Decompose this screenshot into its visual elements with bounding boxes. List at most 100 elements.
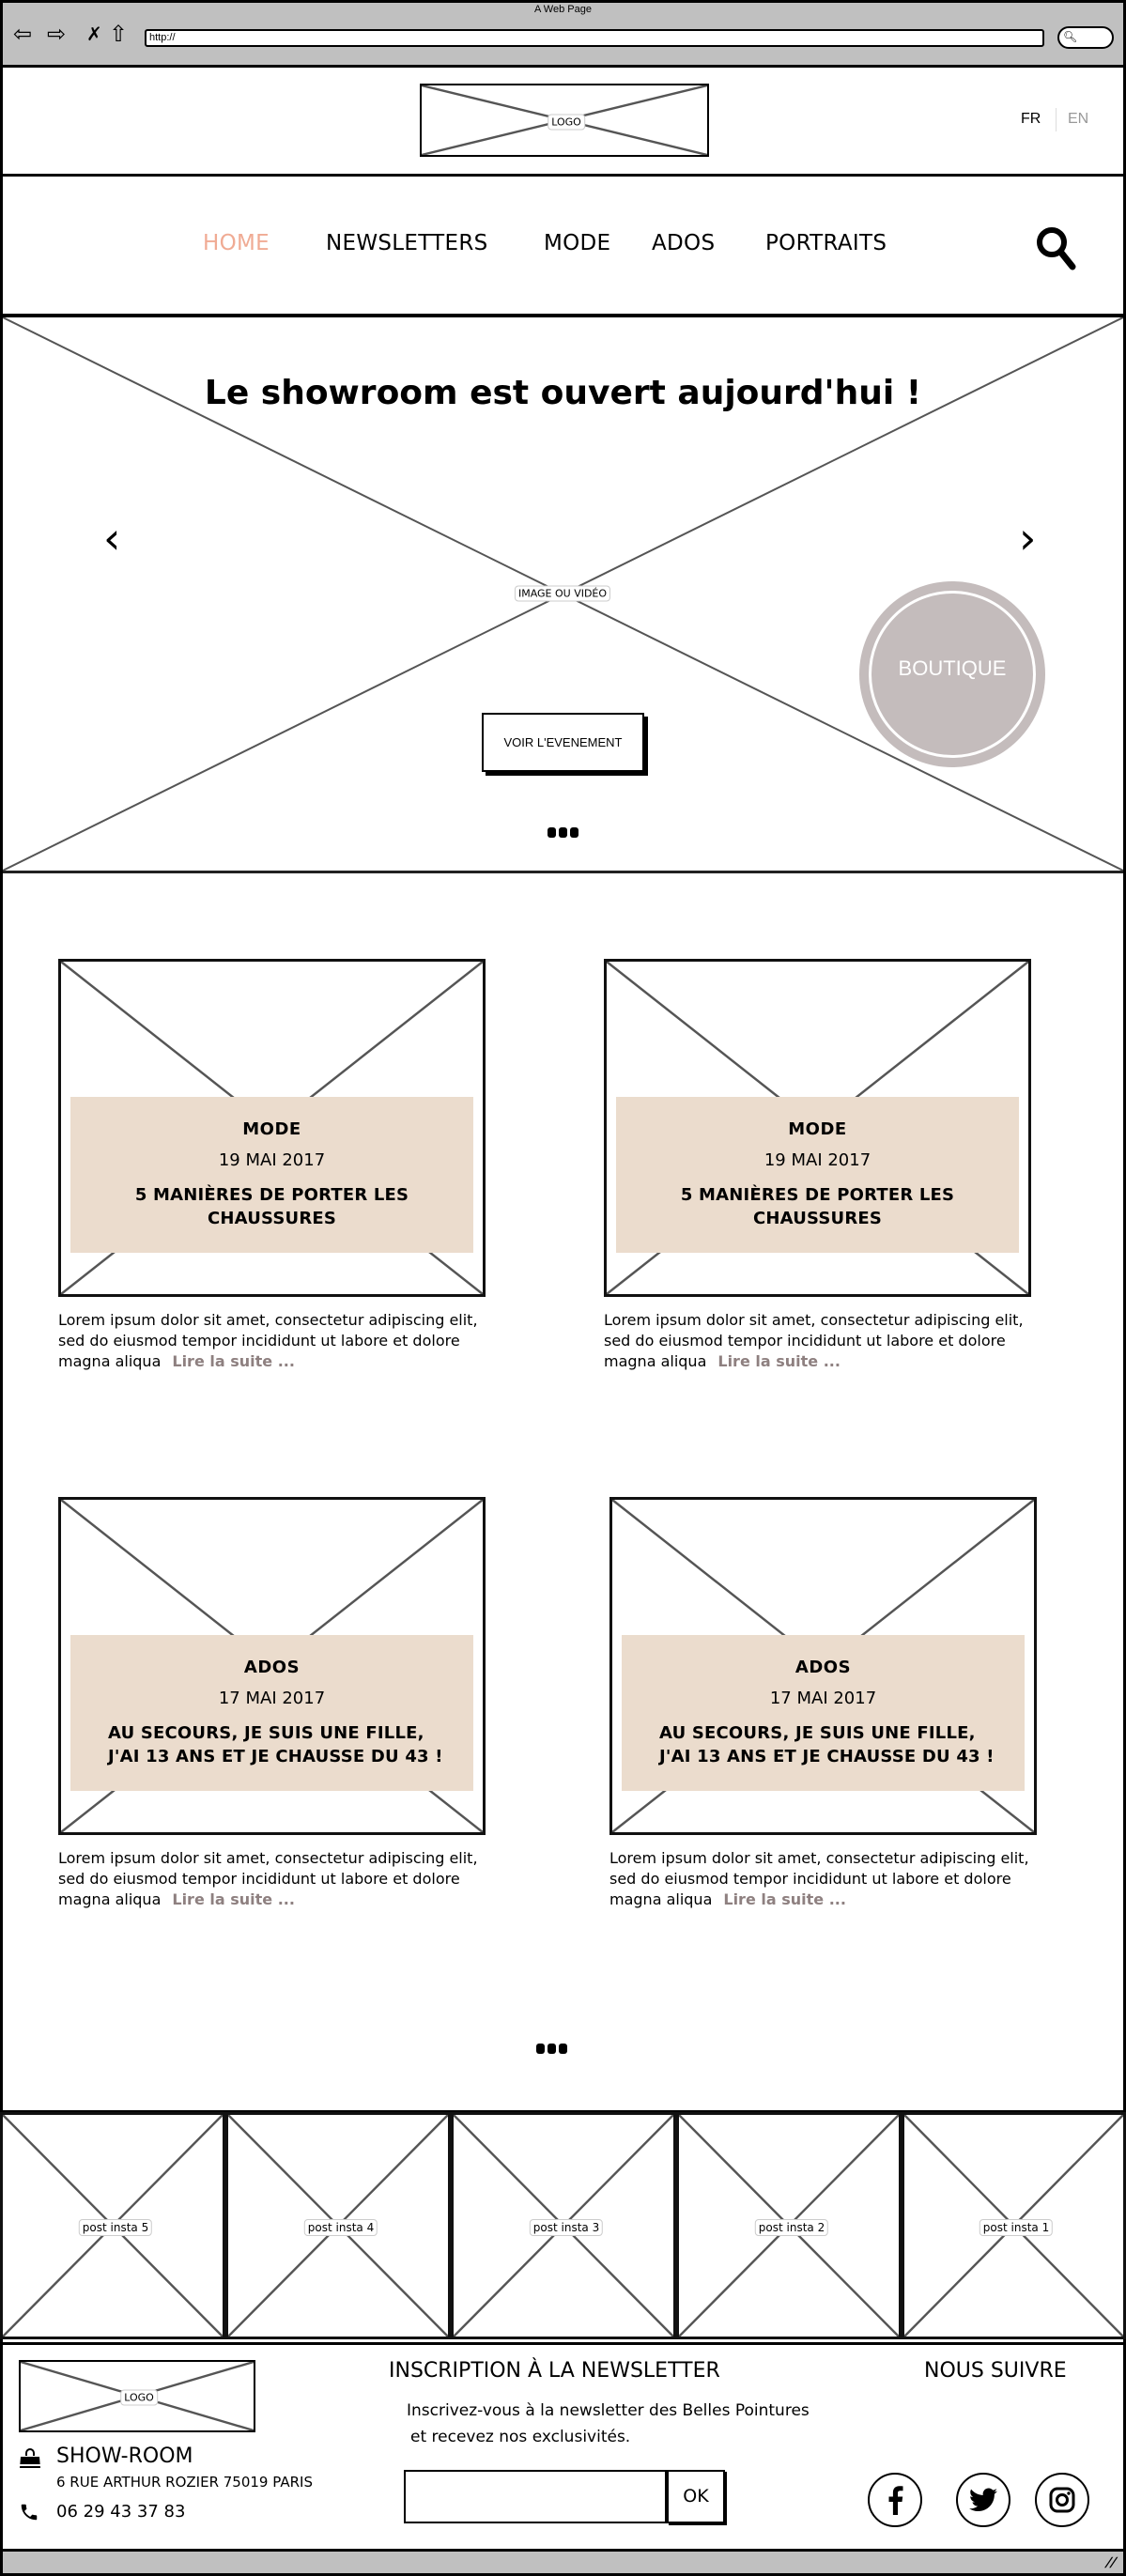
boutique-button[interactable]: BOUTIQUE	[859, 581, 1045, 767]
lang-fr[interactable]: FR	[1021, 111, 1041, 127]
search-icon: 🔍︎	[1063, 30, 1078, 43]
site-header	[0, 68, 1126, 177]
stop-icon[interactable]: ✗	[86, 23, 102, 45]
resize-grip-icon[interactable]: //	[1103, 2555, 1118, 2570]
search-icon[interactable]	[1035, 225, 1078, 272]
article-excerpt: Lorem ipsum dolor sit amet, consectetur …	[58, 1848, 500, 1910]
newsletter-email-input[interactable]	[404, 2470, 667, 2523]
excerpt-text: Lorem ipsum dolor sit amet, consectetur …	[58, 1311, 478, 1370]
browser-status-bar: //	[0, 2549, 1126, 2576]
article-excerpt: Lorem ipsum dolor sit amet, consectetur …	[604, 1310, 1045, 1372]
newsletter-submit-button[interactable]: OK	[667, 2470, 725, 2523]
phone-number[interactable]: 06 29 43 37 83	[56, 2502, 186, 2522]
newsletter-text-line: Inscrivez-vous à la newsletter des Belle…	[407, 2401, 810, 2420]
insta-post[interactable]: post insta 1	[902, 2112, 1126, 2339]
article-title[interactable]: AU SECOURS, JE SUIS UNE FILLE, J'AI 13 A…	[70, 1721, 473, 1768]
hero-carousel: Le showroom est ouvert aujourd'hui ! IMA…	[3, 317, 1123, 873]
newsletter-description: Inscrivez-vous à la newsletter des Belle…	[407, 2398, 810, 2450]
excerpt-text: Lorem ipsum dolor sit amet, consectetur …	[609, 1849, 1029, 1908]
back-arrow-icon[interactable]: ⇦	[13, 21, 33, 47]
hero-title: Le showroom est ouvert aujourd'hui !	[204, 374, 922, 412]
nav-item-home[interactable]: HOME	[203, 231, 270, 255]
nav-item-newsletters[interactable]: NEWSLETTERS	[326, 231, 488, 255]
pagination-dot[interactable]	[570, 827, 578, 838]
article-title[interactable]: 5 MANIÈRES DE PORTER LES CHAUSSURES	[680, 1185, 955, 1228]
insta-post-label: post insta 1	[979, 2219, 1054, 2236]
article-date: 17 MAI 2017	[769, 1689, 877, 1708]
twitter-button[interactable]	[956, 2473, 1010, 2527]
articles-pagination[interactable]	[536, 2044, 567, 2054]
instagram-icon	[1049, 2487, 1075, 2513]
boutique-label: BOUTIQUE	[898, 656, 1007, 680]
insta-post[interactable]: post insta 3	[451, 2112, 676, 2339]
insta-divider	[0, 2110, 1126, 2113]
article-title-line: J'AI 13 ANS ET JE CHAUSSE DU 43 !	[108, 1747, 443, 1766]
twitter-icon	[969, 2488, 997, 2511]
lang-en[interactable]: EN	[1068, 111, 1089, 127]
view-event-button[interactable]: VOIR L'EVENEMENT	[482, 713, 644, 772]
boutique-ring	[869, 591, 1036, 758]
insta-post-label: post insta 2	[754, 2219, 829, 2236]
url-bar[interactable]: http://	[145, 29, 1044, 47]
shopping-bag-icon	[20, 2448, 40, 2468]
read-more-link[interactable]: Lire la suite ...	[723, 1890, 846, 1908]
article-card-image[interactable]: MODE 19 MAI 2017 5 MANIÈRES DE PORTER LE…	[58, 959, 486, 1297]
article-title[interactable]: AU SECOURS, JE SUIS UNE FILLE, J'AI 13 A…	[622, 1721, 1025, 1768]
carousel-prev-icon[interactable]: ‹	[103, 513, 121, 563]
article-category: ADOS	[794, 1658, 852, 1677]
nav-item-ados[interactable]: ADOS	[652, 231, 716, 255]
pagination-dot[interactable]	[559, 827, 567, 838]
pagination-dot[interactable]	[548, 827, 556, 838]
pagination-dot[interactable]	[536, 2044, 545, 2054]
carousel-next-icon[interactable]: ›	[1019, 513, 1037, 563]
insta-post[interactable]: post insta 5	[0, 2112, 225, 2339]
instagram-button[interactable]	[1035, 2473, 1089, 2527]
follow-heading: NOUS SUIVRE	[924, 2359, 1067, 2383]
showroom-address: 6 RUE ARTHUR ROZIER 75019 PARIS	[56, 2474, 313, 2491]
article-card-image[interactable]: MODE 19 MAI 2017 5 MANIÈRES DE PORTER LE…	[604, 959, 1031, 1297]
facebook-icon	[888, 2486, 903, 2515]
nav-item-mode[interactable]: MODE	[544, 231, 611, 255]
page-frame	[0, 68, 1126, 2550]
article-overlay: ADOS 17 MAI 2017 AU SECOURS, JE SUIS UNE…	[70, 1635, 473, 1791]
read-more-link[interactable]: Lire la suite ...	[717, 1352, 841, 1370]
insta-post-label: post insta 4	[303, 2219, 378, 2236]
excerpt-text: Lorem ipsum dolor sit amet, consectetur …	[604, 1311, 1024, 1370]
insta-post[interactable]: post insta 4	[225, 2112, 451, 2339]
article-category: MODE	[788, 1119, 847, 1139]
article-title[interactable]: 5 MANIÈRES DE PORTER LES CHAUSSURES	[134, 1185, 409, 1228]
article-excerpt: Lorem ipsum dolor sit amet, consectetur …	[609, 1848, 1051, 1910]
site-logo[interactable]: LOGO	[420, 84, 709, 157]
article-overlay: MODE 19 MAI 2017 5 MANIÈRES DE PORTER LE…	[70, 1097, 473, 1253]
pagination-dot[interactable]	[548, 2044, 556, 2054]
pagination-dot[interactable]	[559, 2044, 567, 2054]
carousel-pagination[interactable]	[548, 827, 578, 838]
logo-label: LOGO	[548, 114, 585, 131]
article-date: 19 MAI 2017	[218, 1150, 326, 1170]
insta-post-label: post insta 3	[529, 2219, 604, 2236]
article-title-line: J'AI 13 ANS ET JE CHAUSSE DU 43 !	[659, 1747, 995, 1766]
read-more-link[interactable]: Lire la suite ...	[172, 1352, 295, 1370]
insta-post[interactable]: post insta 2	[676, 2112, 902, 2339]
article-card-image[interactable]: ADOS 17 MAI 2017 AU SECOURS, JE SUIS UNE…	[609, 1497, 1037, 1835]
article-overlay: ADOS 17 MAI 2017 AU SECOURS, JE SUIS UNE…	[622, 1635, 1025, 1791]
insta-post-label: post insta 5	[78, 2219, 153, 2236]
window-title: A Web Page	[534, 4, 592, 15]
article-overlay: MODE 19 MAI 2017 5 MANIÈRES DE PORTER LE…	[616, 1097, 1019, 1253]
excerpt-text: Lorem ipsum dolor sit amet, consectetur …	[58, 1849, 478, 1908]
nav-item-portraits[interactable]: PORTRAITS	[765, 231, 887, 255]
footer-logo[interactable]: LOGO	[19, 2360, 255, 2432]
forward-arrow-icon[interactable]: ⇨	[47, 21, 67, 47]
home-icon[interactable]: ⇧	[109, 21, 129, 47]
facebook-button[interactable]	[868, 2473, 922, 2527]
newsletter-text-line: et recevez nos exclusivités.	[410, 2428, 631, 2446]
browser-search-field[interactable]: 🔍︎	[1057, 26, 1114, 49]
article-date: 19 MAI 2017	[764, 1150, 871, 1170]
article-card-image[interactable]: ADOS 17 MAI 2017 AU SECOURS, JE SUIS UNE…	[58, 1497, 486, 1835]
main-nav	[0, 177, 1126, 317]
article-category: MODE	[242, 1119, 301, 1139]
read-more-link[interactable]: Lire la suite ...	[172, 1890, 295, 1908]
logo-label: LOGO	[120, 2389, 158, 2406]
site-footer	[0, 2342, 1126, 2549]
article-category: ADOS	[243, 1658, 301, 1677]
